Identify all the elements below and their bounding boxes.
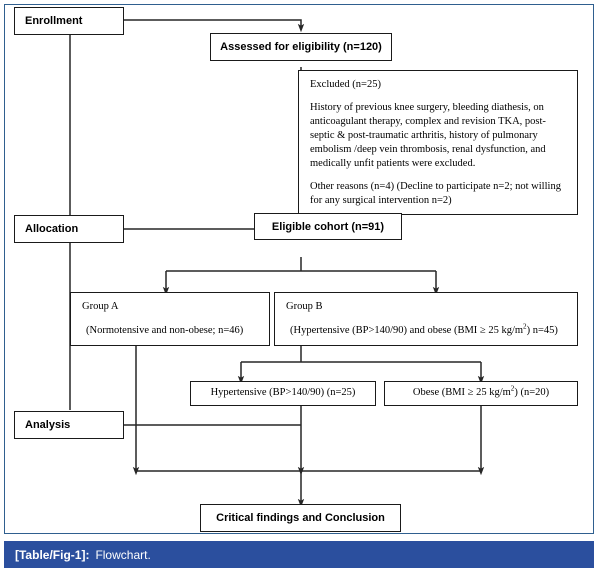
obese-label-post: ) (n=20) [514, 387, 550, 399]
obese-label-sup: 2 [510, 384, 515, 393]
group-b-detail: (Hypertensive (BP>140/90) and obese (BMI… [286, 322, 568, 338]
group-b-detail-sup: 2 [523, 322, 527, 331]
figure-caption-bar: [Table/Fig-1]: Flowchart. [4, 541, 594, 568]
stage-box-analysis: Analysis [14, 411, 124, 439]
stage-box-enrollment: Enrollment [14, 7, 124, 35]
caption-text: Flowchart. [95, 547, 151, 562]
node-obese-subgroup: Obese (BMI ≥ 25 kg/m2) (n=20) [384, 381, 578, 406]
group-b-title: Group B [286, 301, 323, 312]
hypertensive-label: Hypertensive (BP>140/90) (n=25) [210, 387, 356, 399]
eligible-cohort-label: Eligible cohort (n=91) [271, 220, 385, 233]
node-hypertensive-subgroup: Hypertensive (BP>140/90) (n=25) [190, 381, 376, 406]
stage-label-enrollment: Enrollment [25, 15, 83, 27]
excluded-other-reasons: Other reasons (n=4) (Decline to particip… [310, 181, 561, 207]
excluded-heading: Excluded (n=25) [310, 79, 381, 90]
obese-label-pre: Obese (BMI ≥ 25 kg/m [412, 387, 511, 399]
group-a-detail: (Normotensive and non-obese; n=46) [86, 325, 244, 337]
excluded-reasons: History of previous knee surgery, bleedi… [310, 102, 546, 170]
group-a-title: Group A [82, 301, 119, 312]
node-group-b: Group B (Hypertensive (BP>140/90) and ob… [274, 292, 578, 346]
node-eligible-cohort: Eligible cohort (n=91) [254, 213, 402, 240]
obese-label: Obese (BMI ≥ 25 kg/m2) (n=20) [412, 384, 550, 400]
stage-label-allocation: Allocation [25, 223, 79, 235]
assessed-label: Assessed for eligibility (n=120) [220, 41, 382, 53]
group-b-detail-post: ) n=45) [526, 325, 558, 337]
node-excluded: Excluded (n=25) History of previous knee… [298, 70, 578, 215]
group-b-detail-pre: (Hypertensive (BP>140/90) and obese (BMI… [290, 325, 524, 337]
caption-tag: [Table/Fig-1]: [15, 547, 90, 562]
conclusion-label: Critical findings and Conclusion [216, 512, 385, 524]
stage-label-analysis: Analysis [25, 419, 71, 431]
node-group-a: Group A (Normotensive and non-obese; n=4… [70, 292, 270, 346]
node-assessed-for-eligibility: Assessed for eligibility (n=120) [210, 33, 392, 61]
stage-box-allocation: Allocation [14, 215, 124, 243]
node-conclusion: Critical findings and Conclusion [200, 504, 401, 532]
